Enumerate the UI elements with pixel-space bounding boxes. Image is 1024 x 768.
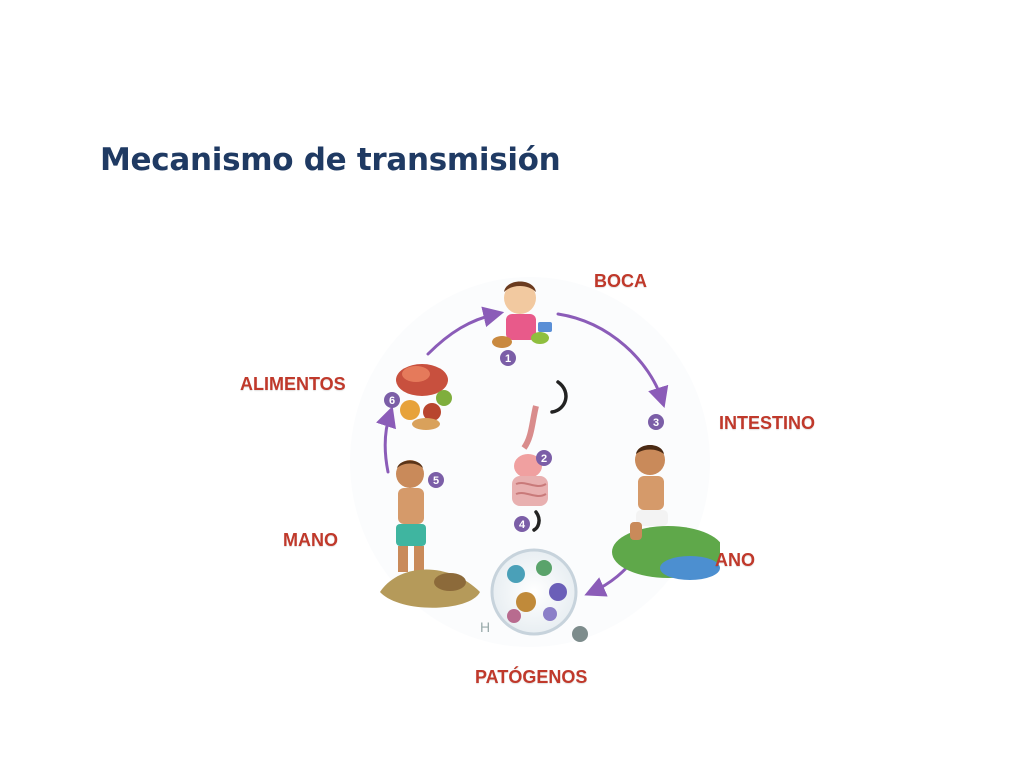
label-boca: BOCA xyxy=(594,271,647,291)
transmission-cycle-diagram: H 1 2 3 xyxy=(350,277,720,647)
step-badge-6: 6 xyxy=(384,392,400,408)
child-defecating-icon xyxy=(612,445,720,580)
digestive-organs-icon xyxy=(512,405,548,506)
step-badge-3: 3 xyxy=(648,414,664,430)
svg-text:4: 4 xyxy=(519,519,526,531)
child-dirty-hand-icon xyxy=(380,460,480,608)
arrow-gut-to-pathogens xyxy=(532,510,541,532)
cycle-arrows xyxy=(376,306,669,597)
food-icon xyxy=(396,364,452,430)
svg-text:6: 6 xyxy=(389,395,395,407)
arrow-mouth-to-gut xyxy=(550,380,568,414)
arrow-mouth-to-intestine xyxy=(556,312,669,409)
arrow-food-to-mouth xyxy=(426,306,505,356)
step-badge-4: 4 xyxy=(514,516,530,532)
step-badge-5: 5 xyxy=(428,472,444,488)
label-patogenos: PATÓGENOS xyxy=(475,667,588,687)
label-ano: ANO xyxy=(715,550,755,570)
svg-text:H: H xyxy=(480,619,490,635)
label-alimentos: ALIMENTOS xyxy=(240,374,346,394)
label-intestino: INTESTINO xyxy=(719,413,816,433)
step-badges: 1 2 3 4 5 6 xyxy=(384,350,664,532)
step-badge-2: 2 xyxy=(536,450,552,466)
child-eating-icon xyxy=(492,281,552,348)
svg-text:5: 5 xyxy=(433,475,439,487)
svg-text:1: 1 xyxy=(505,353,511,365)
label-mano: MANO xyxy=(283,530,338,550)
pathogens-icon: H xyxy=(480,548,588,642)
step-badge-1: 1 xyxy=(500,350,516,366)
svg-text:2: 2 xyxy=(541,453,547,465)
svg-text:3: 3 xyxy=(653,417,659,429)
slide-title: Mecanismo de transmisión xyxy=(100,142,561,178)
arrow-hand-to-food xyxy=(376,406,396,474)
